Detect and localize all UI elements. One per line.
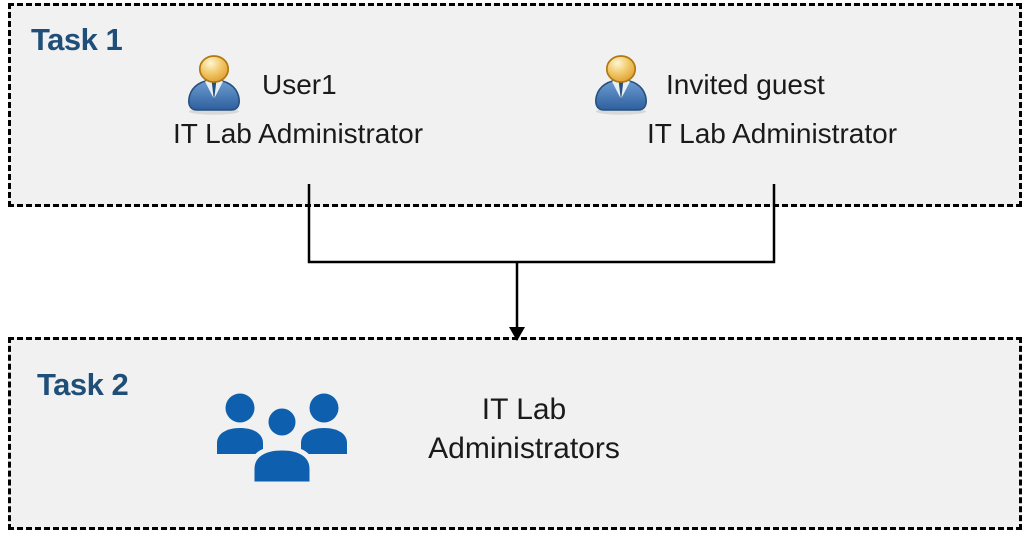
group-label-line2: Administrators [428, 432, 620, 465]
persona1-name: User1 [262, 69, 337, 100]
group-label: IT Lab Administrators [404, 390, 644, 468]
task1-box [8, 3, 1022, 207]
task2-box [8, 337, 1022, 530]
task1-label: Task 1 [31, 22, 123, 57]
user-icon [188, 55, 240, 115]
task2-label: Task 2 [37, 367, 129, 402]
user-icon [595, 55, 647, 115]
persona2-role: IT Lab Administrator [646, 118, 898, 149]
persona2-name: Invited guest [666, 69, 825, 100]
persona1-role: IT Lab Administrator [172, 118, 424, 149]
user-group-icon [217, 393, 347, 485]
group-label-line1: IT Lab [481, 393, 567, 426]
